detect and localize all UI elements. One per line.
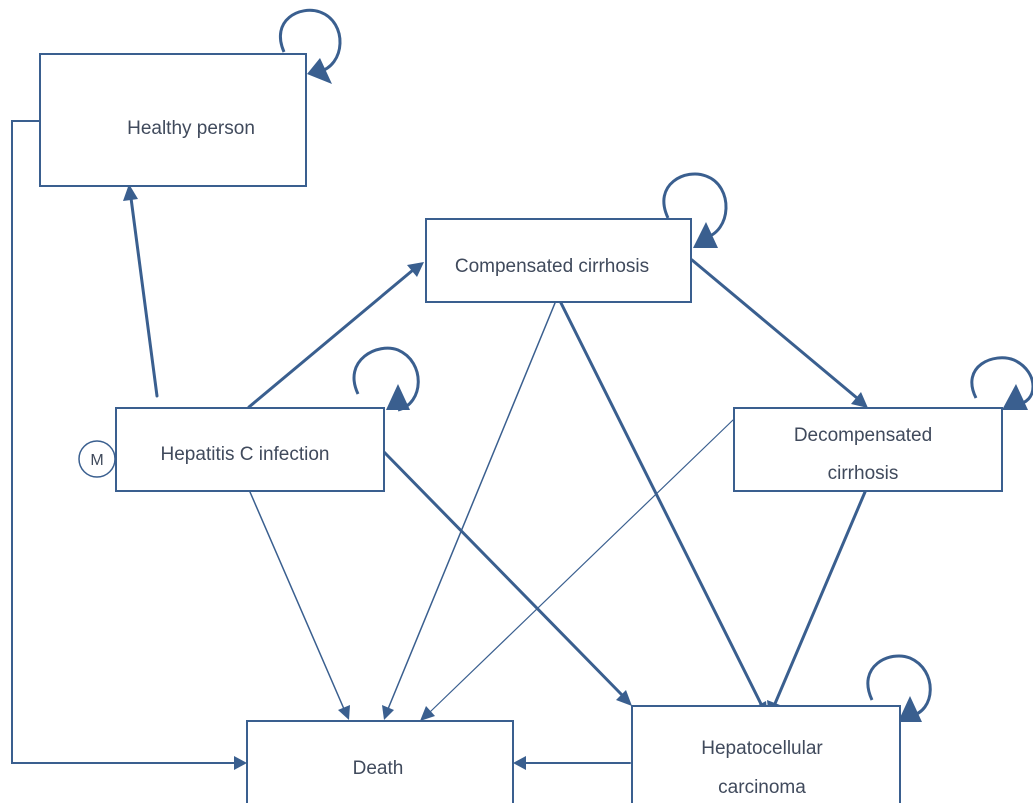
state-label-hcc-line1: Hepatocellular xyxy=(701,738,823,759)
self-loop-hcc xyxy=(866,654,932,718)
arrowhead-compensated-to-decompensated xyxy=(851,392,868,408)
state-hcc: Hepatocellular carcinoma xyxy=(631,705,901,803)
state-label-hepatitis: Hepatitis C infection xyxy=(161,444,330,465)
arrowhead-hepatitis-to-death xyxy=(338,705,350,720)
self-loop-arrowhead-compensated xyxy=(693,222,718,248)
self-loop-healthy xyxy=(278,8,342,74)
state-box-decompensated xyxy=(733,407,1003,492)
state-decompensated: Decompensated cirrhosis xyxy=(733,407,1003,492)
arrowhead-hepatitis-to-healthy xyxy=(123,184,138,201)
state-box-healthy xyxy=(39,53,307,187)
edge-hepatitis-to-compensated xyxy=(247,268,415,409)
edge-compensated-to-decompensated xyxy=(690,258,859,400)
arrowhead-hepatitis-to-hcc xyxy=(616,690,632,706)
state-label-hcc-line2: carcinoma xyxy=(718,777,806,798)
transition-edges xyxy=(11,120,868,770)
self-loop-arrowhead-healthy xyxy=(307,58,332,84)
markov-marker-label: M xyxy=(90,452,103,469)
self-loop-compensated xyxy=(662,172,728,240)
edge-compensated-to-death xyxy=(387,302,556,710)
state-death: Death xyxy=(246,720,514,803)
arrowhead-hepatitis-to-compensated xyxy=(407,262,424,277)
state-box-hepatitis xyxy=(115,407,385,492)
self-loop-decompensated xyxy=(970,356,1033,406)
arrowhead-hcc-to-death xyxy=(513,756,526,770)
arrowhead-compensated-to-death xyxy=(382,705,394,720)
self-loop-arrowhead-decompensated xyxy=(1002,384,1028,410)
state-label-decompensated-line1: Decompensated xyxy=(794,425,932,446)
edge-hepatitis-to-healthy xyxy=(129,196,159,398)
edge-healthy-to-death xyxy=(11,120,239,764)
edge-decompensated-to-hcc xyxy=(772,490,867,708)
state-healthy: Healthy person xyxy=(39,53,307,187)
state-label-death: Death xyxy=(353,758,404,779)
edge-hepatitis-to-death xyxy=(249,491,345,710)
state-box-compensated xyxy=(425,218,692,303)
self-loop-hepatitis xyxy=(352,346,420,412)
state-box-death xyxy=(246,720,514,803)
state-label-decompensated-line2: cirrhosis xyxy=(828,463,899,484)
arrowhead-decompensated-to-death xyxy=(420,706,435,721)
markov-marker-circle xyxy=(78,440,116,478)
state-box-hcc xyxy=(631,705,901,803)
state-hepatitis: Hepatitis C infection xyxy=(115,407,385,492)
state-label-healthy: Healthy person xyxy=(127,118,255,139)
markov-node-marker: M xyxy=(78,440,116,478)
self-loop-arrowhead-hcc xyxy=(898,696,922,722)
edge-compensated-to-hcc xyxy=(559,301,764,708)
arrowhead-healthy-to-death xyxy=(234,756,247,770)
edge-hepatitis-to-hcc xyxy=(382,450,624,697)
edge-decompensated-to-death xyxy=(429,419,734,713)
self-loops xyxy=(278,8,1033,722)
self-loop-arrowhead-hepatitis xyxy=(386,384,410,410)
state-label-compensated: Compensated cirrhosis xyxy=(455,256,649,277)
state-compensated: Compensated cirrhosis xyxy=(425,218,692,303)
